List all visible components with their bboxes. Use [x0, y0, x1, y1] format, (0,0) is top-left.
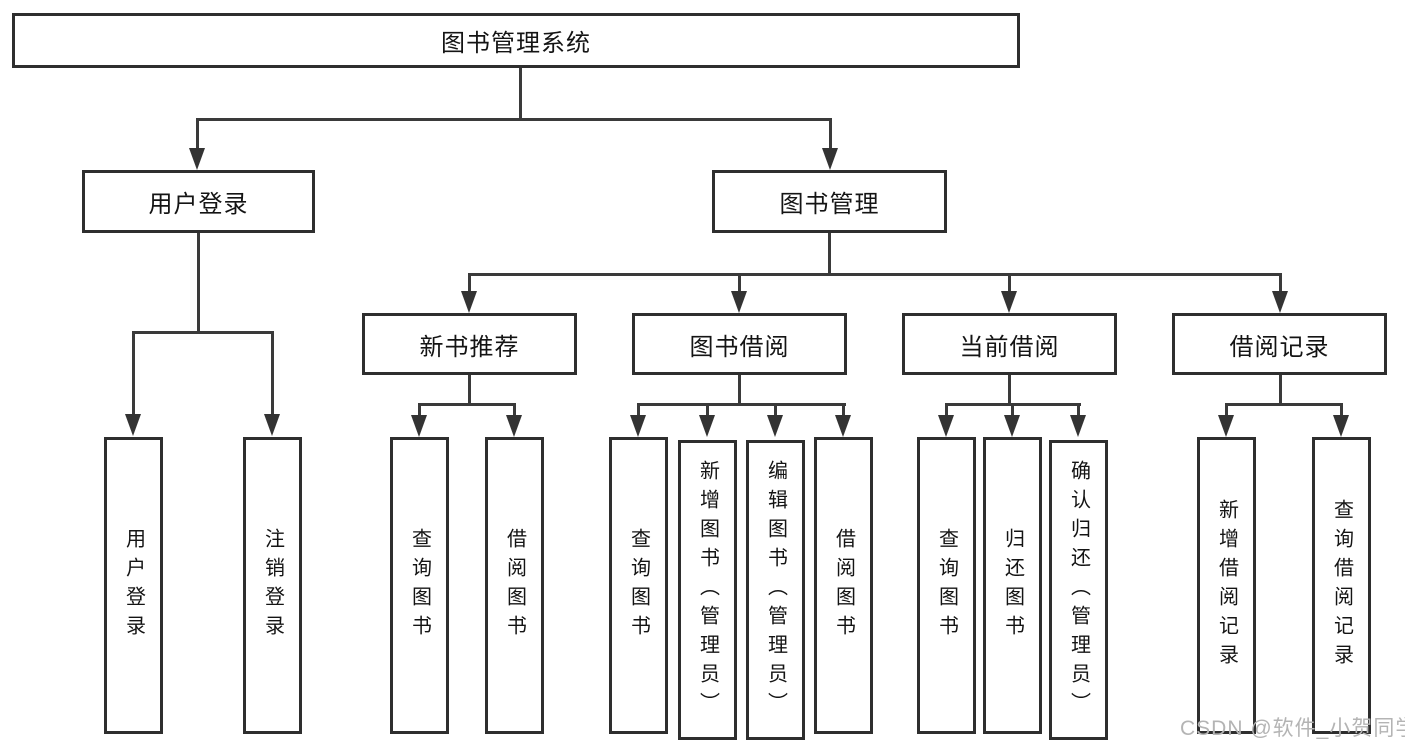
leaf-br-add-record: 新增借阅记录 [1197, 437, 1256, 734]
connector-line [1340, 403, 1343, 417]
arrow-down-icon [1333, 415, 1349, 437]
leaf-cb-return-books: 归还图书 [983, 437, 1042, 734]
connector-line [132, 331, 135, 415]
arrow-down-icon [699, 415, 715, 437]
leaf-user-login: 用户登录 [104, 437, 163, 734]
connector-line [842, 403, 845, 417]
connector-line [738, 273, 741, 293]
arrow-down-icon [189, 148, 205, 170]
leaf-cb-return-books-label: 归还图书 [1001, 527, 1024, 644]
connector-line [1011, 403, 1014, 417]
connector-line [418, 403, 421, 417]
arrow-down-icon [506, 415, 522, 437]
leaf-br-query-record: 查询借阅记录 [1312, 437, 1371, 734]
leaf-nb-query-books: 查询图书 [390, 437, 449, 734]
node-borrow-records-label: 借阅记录 [1229, 333, 1330, 361]
leaf-bb-add-books-admin: 新增图书（管理员） [678, 440, 737, 740]
leaf-br-query-record-label: 查询借阅记录 [1330, 498, 1353, 673]
leaf-nb-query-books-label: 查询图书 [408, 527, 431, 644]
leaf-cb-confirm-return-admin-label: 确认归还（管理员） [1067, 459, 1090, 721]
leaf-cb-query-books: 查询图书 [917, 437, 976, 734]
connector-line [1279, 375, 1282, 406]
connector-line [1008, 273, 1011, 293]
node-new-book-recommend: 新书推荐 [362, 313, 577, 375]
connector-line [513, 403, 516, 417]
arrow-down-icon [731, 291, 747, 313]
connector-line [1225, 403, 1343, 406]
connector-line [468, 273, 1282, 276]
connector-line [468, 273, 471, 293]
connector-line [132, 331, 274, 334]
connector-line [418, 403, 516, 406]
arrow-down-icon [1004, 415, 1020, 437]
arrow-down-icon [835, 415, 851, 437]
connector-line [738, 375, 741, 406]
leaf-bb-query-books-label: 查询图书 [627, 527, 650, 644]
connector-line [468, 375, 471, 406]
leaf-bb-borrow-books: 借阅图书 [814, 437, 873, 734]
arrow-down-icon [938, 415, 954, 437]
connector-line [706, 403, 709, 417]
node-current-borrow-label: 当前借阅 [959, 333, 1060, 361]
leaf-bb-query-books: 查询图书 [609, 437, 668, 734]
leaf-logout: 注销登录 [243, 437, 302, 734]
connector-line [196, 118, 199, 151]
connector-line [774, 403, 777, 417]
node-new-book-recommend-label: 新书推荐 [419, 333, 520, 361]
leaf-cb-confirm-return-admin: 确认归还（管理员） [1049, 440, 1108, 740]
connector-line [196, 118, 832, 121]
connector-line [519, 68, 522, 121]
connector-line [1077, 403, 1080, 417]
connector-line [828, 233, 831, 276]
node-current-borrow: 当前借阅 [902, 313, 1117, 375]
arrow-down-icon [1070, 415, 1086, 437]
node-book-borrow-label: 图书借阅 [689, 333, 790, 361]
leaf-user-login-label: 用户登录 [122, 527, 145, 644]
connector-line [197, 233, 200, 334]
leaf-logout-label: 注销登录 [261, 527, 284, 644]
connector-line [829, 118, 832, 151]
arrow-down-icon [1001, 291, 1017, 313]
node-user-login-label: 用户登录 [148, 191, 249, 218]
connector-line [1008, 375, 1011, 406]
arrow-down-icon [461, 291, 477, 313]
leaf-nb-borrow-books: 借阅图书 [485, 437, 544, 734]
leaf-bb-add-books-admin-label: 新增图书（管理员） [696, 459, 719, 721]
node-root: 图书管理系统 [12, 13, 1020, 68]
node-book-management: 图书管理 [712, 170, 947, 233]
arrow-down-icon [1218, 415, 1234, 437]
leaf-bb-borrow-books-label: 借阅图书 [832, 527, 855, 644]
arrow-down-icon [1272, 291, 1288, 313]
connector-line [271, 331, 274, 415]
node-borrow-records: 借阅记录 [1172, 313, 1387, 375]
arrow-down-icon [125, 414, 141, 436]
node-book-borrow: 图书借阅 [632, 313, 847, 375]
node-user-login: 用户登录 [82, 170, 315, 233]
arrow-down-icon [767, 415, 783, 437]
leaf-cb-query-books-label: 查询图书 [935, 527, 958, 644]
leaf-nb-borrow-books-label: 借阅图书 [503, 527, 526, 644]
node-root-label: 图书管理系统 [441, 30, 591, 57]
leaf-bb-edit-books-admin-label: 编辑图书（管理员） [764, 459, 787, 721]
connector-line [1279, 273, 1282, 293]
connector-line [945, 403, 948, 417]
arrow-down-icon [411, 415, 427, 437]
connector-line [1225, 403, 1228, 417]
watermark: CSDN @软件_小贺同学 [1180, 717, 1405, 740]
leaf-br-add-record-label: 新增借阅记录 [1215, 498, 1238, 673]
arrow-down-icon [822, 148, 838, 170]
leaf-bb-edit-books-admin: 编辑图书（管理员） [746, 440, 805, 740]
connector-line [637, 403, 846, 406]
node-book-management-label: 图书管理 [779, 191, 880, 218]
arrow-down-icon [264, 414, 280, 436]
arrow-down-icon [630, 415, 646, 437]
connector-line [637, 403, 640, 417]
